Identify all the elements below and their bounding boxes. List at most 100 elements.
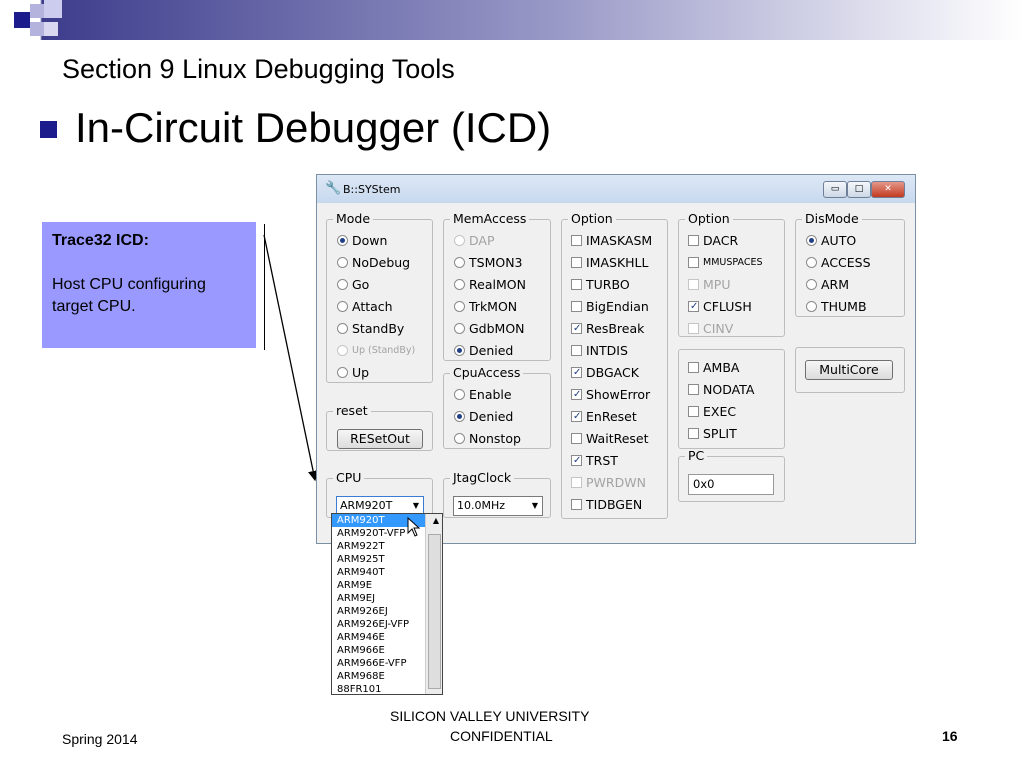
checkbox[interactable] [688, 406, 699, 417]
radio-button[interactable] [454, 345, 465, 356]
radio-button[interactable] [337, 367, 348, 378]
pc-input[interactable]: 0x0 [688, 474, 774, 495]
radio-button[interactable] [454, 279, 465, 290]
checkbox[interactable] [688, 235, 699, 246]
option-label: AUTO [821, 233, 857, 248]
option-legend-1: Option [571, 211, 613, 226]
option-label: TrkMON [469, 299, 518, 314]
jtagclock-legend: JtagClock [453, 470, 512, 485]
chevron-down-icon[interactable]: ▼ [412, 501, 419, 510]
option-label: THUMB [821, 299, 867, 314]
radio-button[interactable] [454, 301, 465, 312]
checkbox[interactable] [571, 365, 582, 381]
checkbox[interactable] [688, 299, 699, 315]
cpu-option[interactable]: ARM966E [337, 645, 385, 656]
radio-button[interactable] [337, 301, 348, 312]
checkbox[interactable] [571, 499, 582, 510]
cpu-option[interactable]: ARM920T-VFP [337, 528, 406, 539]
cpu-option[interactable]: ARM925T [337, 554, 385, 565]
radio-button[interactable] [337, 257, 348, 268]
maximize-button[interactable]: □ [847, 181, 871, 198]
scrollbar-thumb[interactable] [428, 534, 441, 689]
checkbox[interactable] [571, 235, 582, 246]
radio-button[interactable] [806, 235, 817, 246]
cpu-option[interactable]: ARM9E [337, 580, 373, 591]
footer-center-line-1: SILICON VALLEY UNIVERSITY [390, 708, 590, 724]
checkbox[interactable] [571, 433, 582, 444]
cpu-option[interactable]: ARM946E [337, 632, 385, 643]
option-label: RealMON [469, 277, 526, 292]
cpu-option[interactable]: ARM926EJ [337, 606, 388, 617]
cpu-option[interactable]: ARM9EJ [337, 593, 376, 604]
dropdown-scrollbar[interactable]: ▲ [425, 514, 442, 694]
resetout-button[interactable]: RESetOut [337, 429, 423, 449]
option-label: EnReset [586, 409, 637, 424]
window-titlebar[interactable]: 🔧 B::SYStem ▭ □ ✕ [317, 175, 915, 203]
corner-square-lavender [44, 0, 62, 18]
checkbox[interactable] [571, 387, 582, 403]
option-label: DACR [703, 233, 739, 248]
cpu-option[interactable]: 88FR101 [337, 684, 382, 695]
option-label: StandBy [352, 321, 405, 336]
checkbox[interactable] [571, 345, 582, 356]
radio-button[interactable] [454, 257, 465, 268]
corner-square-lavender [30, 4, 44, 18]
checkbox[interactable] [571, 453, 582, 469]
jtagclock-select[interactable]: 10.0MHz ▼ [453, 496, 543, 516]
minimize-button[interactable]: ▭ [823, 181, 847, 198]
radio-button[interactable] [454, 411, 465, 422]
radio-button[interactable] [337, 323, 348, 334]
option-label: TIDBGEN [586, 497, 643, 512]
radio-button[interactable] [806, 301, 817, 312]
radio-button[interactable] [806, 257, 817, 268]
option-label: EXEC [703, 404, 737, 419]
option-label: IMASKHLL [586, 255, 649, 270]
checkbox[interactable] [688, 362, 699, 373]
cpu-option[interactable]: ARM966E-VFP [337, 658, 407, 669]
multicore-button[interactable]: MultiCore [805, 360, 893, 380]
option-label: ACCESS [821, 255, 871, 270]
option-label: Down [352, 233, 388, 248]
option-label: AMBA [703, 360, 740, 375]
bullet-square-icon [40, 121, 57, 138]
checkbox[interactable] [571, 301, 582, 312]
checkbox[interactable] [688, 384, 699, 395]
cpu-select-value: ARM920T [340, 499, 393, 512]
cpu-option[interactable]: ARM926EJ-VFP [337, 619, 410, 630]
cpu-option[interactable]: ARM922T [337, 541, 385, 552]
corner-square-navy [14, 12, 30, 28]
checkbox[interactable] [688, 257, 699, 268]
option-label: Denied [469, 409, 514, 424]
note-box: Trace32 ICD: Host CPU configuring target… [42, 222, 256, 348]
checkbox[interactable] [571, 279, 582, 290]
checkbox[interactable] [571, 409, 582, 425]
slide-title: Section 9 Linux Debugging Tools [62, 54, 455, 84]
cpu-select[interactable]: ARM920T ▼ [336, 496, 424, 516]
chevron-up-icon[interactable]: ▲ [432, 516, 439, 525]
checkbox[interactable] [571, 321, 582, 337]
option-label: MMUSPACES [703, 257, 763, 268]
reset-legend: reset [336, 403, 368, 418]
radio-button[interactable] [454, 433, 465, 444]
corner-square-lavender [44, 22, 58, 36]
option-label: INTDIS [586, 343, 628, 358]
checkbox[interactable] [571, 257, 582, 268]
close-button[interactable]: ✕ [871, 181, 905, 198]
chevron-down-icon[interactable]: ▼ [531, 501, 538, 510]
cpu-option[interactable]: ARM940T [337, 567, 385, 578]
radio-button[interactable] [454, 323, 465, 334]
multicore-group: MultiCore [795, 347, 905, 393]
option-label: Denied [469, 343, 514, 358]
option-label: TSMON3 [469, 255, 523, 270]
radio-button[interactable] [337, 279, 348, 290]
radio-button[interactable] [454, 389, 465, 400]
checkbox[interactable] [688, 428, 699, 439]
cpu-option[interactable]: ARM968E [337, 671, 385, 682]
radio-button[interactable] [337, 235, 348, 246]
option-label: ARM [821, 277, 850, 292]
radio-button[interactable] [806, 279, 817, 290]
bracket-line [264, 224, 265, 350]
